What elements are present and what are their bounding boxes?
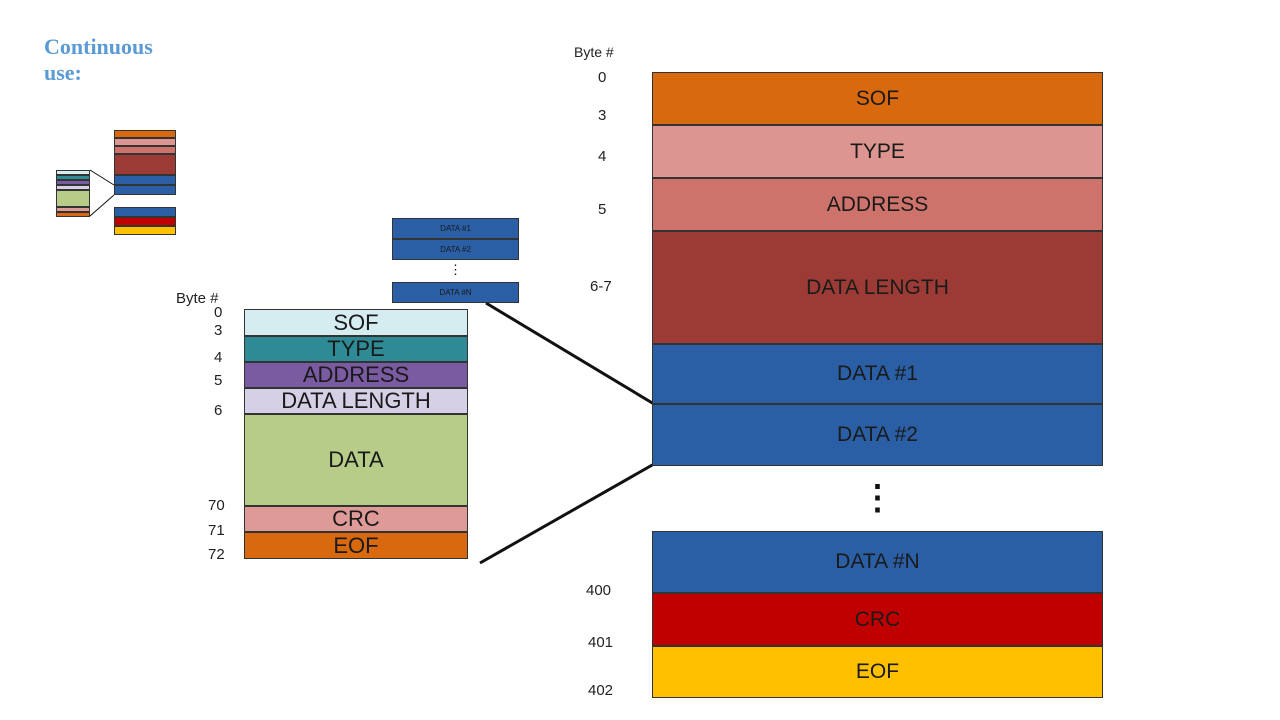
large-field-label: TYPE (850, 139, 905, 163)
small-field-label: TYPE (327, 336, 385, 361)
data-stack-label: DATA #1 (440, 224, 471, 233)
small-byte-label: 71 (208, 522, 225, 539)
large-field-label: DATA #N (835, 550, 920, 573)
large-field-label: ADDRESS (826, 192, 929, 216)
data-stack-ellipsis: ⋮ (449, 262, 462, 277)
thumb-seg (114, 146, 176, 154)
thumb-connectors (89, 169, 115, 217)
large-field-label: DATA #1 (837, 362, 918, 385)
thumb-seg (114, 154, 176, 175)
small-field-address: ADDRESS (244, 362, 468, 388)
thumb-seg (114, 130, 176, 138)
data-stack-item: DATA #2 (392, 239, 519, 260)
small-byte-label: 70 (208, 497, 225, 514)
large-byte-label: 401 (588, 634, 614, 651)
data-stack-item: DATA #N (392, 282, 519, 303)
small-field-label: DATA LENGTH (281, 388, 431, 413)
data-stack-label: DATA #N (439, 288, 472, 297)
large-byte-header: Byte # (574, 44, 614, 60)
small-field-eof: EOF (244, 532, 468, 559)
large-field-address: ADDRESS (652, 178, 1103, 231)
small-byte-label: 72 (208, 546, 225, 563)
small-field-data-length: DATA LENGTH (244, 388, 468, 414)
small-byte-label: 0 (214, 304, 223, 321)
large-field-data-1: DATA #1 (652, 344, 1103, 404)
small-field-crc: CRC (244, 506, 468, 532)
data-stack-item: DATA #1 (392, 218, 519, 239)
large-field-label: DATA #2 (837, 423, 918, 446)
thumb-seg (56, 207, 90, 212)
large-byte-label: 400 (586, 582, 612, 599)
thumb-seg (56, 212, 90, 217)
thumb-seg (56, 175, 90, 180)
small-field-label: DATA (328, 447, 384, 472)
thumb-seg (56, 185, 90, 190)
large-field-crc: CRC (652, 593, 1103, 646)
large-byte-label: 402 (588, 682, 614, 699)
large-byte-label: 0 (598, 69, 607, 86)
thumb-seg (114, 185, 176, 195)
page-title: Continuous use: (44, 34, 153, 85)
large-byte-label: 3 (598, 107, 607, 124)
small-byte-label: 3 (214, 322, 223, 339)
large-field-label: DATA LENGTH (806, 275, 949, 299)
large-field-eof: EOF (652, 646, 1103, 698)
large-frame-ellipsis: ⋮ (860, 479, 895, 517)
small-field-type: TYPE (244, 336, 468, 362)
small-byte-label: 4 (214, 349, 223, 366)
large-field-data-n: DATA #N (652, 531, 1103, 593)
large-field-label: SOF (855, 86, 900, 110)
small-field-label: SOF (333, 309, 379, 335)
small-field-sof: SOF (244, 309, 468, 336)
thumb-seg (114, 217, 176, 226)
small-field-label: ADDRESS (302, 362, 410, 387)
thumb-seg (56, 170, 90, 175)
thumb-seg (56, 180, 90, 185)
thumb-seg (114, 138, 176, 146)
large-field-type: TYPE (652, 125, 1103, 178)
diagram-thumbnail (48, 124, 180, 238)
small-byte-header: Byte # (176, 290, 219, 307)
small-field-label: CRC (332, 506, 380, 531)
large-field-sof: SOF (652, 72, 1103, 125)
large-byte-label: 4 (598, 148, 607, 165)
thumb-seg (114, 207, 176, 217)
large-field-label: EOF (855, 660, 900, 683)
large-field-label: CRC (854, 607, 901, 631)
small-field-data: DATA (244, 414, 468, 506)
thumb-seg (114, 175, 176, 185)
large-field-data-2: DATA #2 (652, 404, 1103, 466)
small-byte-label: 5 (214, 372, 223, 389)
thumb-seg (56, 190, 90, 207)
large-byte-label: 6-7 (590, 278, 612, 295)
thumb-seg (114, 226, 176, 235)
data-stack-label: DATA #2 (440, 245, 471, 254)
large-field-data-length: DATA LENGTH (652, 231, 1103, 344)
small-byte-label: 6 (214, 402, 223, 419)
large-byte-label: 5 (598, 201, 607, 218)
small-field-label: EOF (333, 532, 379, 558)
